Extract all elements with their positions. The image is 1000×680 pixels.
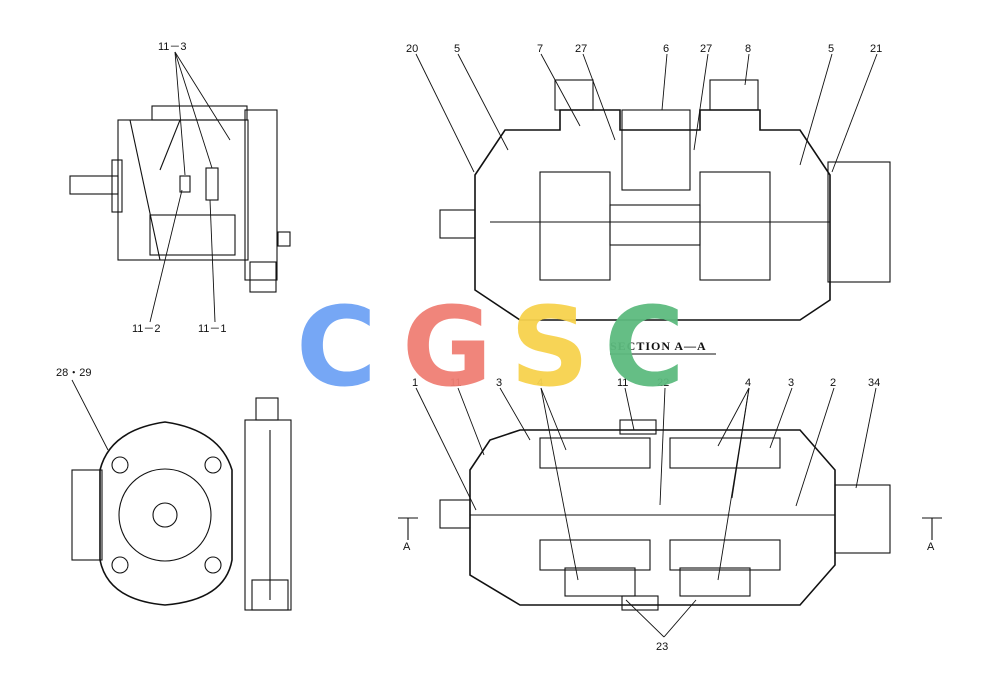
label-28-29: 28・29 (56, 367, 91, 379)
label-5-right: 5 (828, 43, 834, 55)
label-11-1: 11－1 (198, 323, 227, 335)
label-11-left: 11 (450, 377, 461, 389)
label-27-left: 27 (575, 43, 587, 55)
label-7: 7 (537, 43, 543, 55)
section-title: SECTION A—A (610, 339, 707, 353)
watermark-letter-c2: C (604, 283, 685, 411)
label-20: 20 (406, 43, 418, 55)
label-2: 2 (830, 377, 836, 389)
watermark-letter-c1: C (296, 283, 377, 411)
section-marker-right: A (927, 541, 935, 553)
label-11-right: 11 (617, 377, 628, 389)
label-21: 21 (870, 43, 882, 55)
label-23: 23 (656, 641, 668, 653)
label-11-3: 11－3 (158, 41, 187, 53)
label-3-right: 3 (788, 377, 794, 389)
end-view-drawing (71, 397, 292, 611)
side-view-drawing (69, 105, 291, 293)
plan-section-drawing (398, 419, 942, 611)
label-5-left: 5 (454, 43, 460, 55)
label-8: 8 (745, 43, 751, 55)
watermark-letter-g: G (402, 283, 492, 411)
label-6: 6 (663, 43, 669, 55)
label-27-right: 27 (700, 43, 712, 55)
label-22: 22 (657, 377, 669, 389)
watermark-letter-s: S (510, 283, 589, 411)
section-view-drawing (439, 79, 891, 321)
label-1: 1 (412, 377, 418, 389)
label-3-left: 3 (496, 377, 502, 389)
label-11-2: 11－2 (132, 323, 161, 335)
leader-lines (71, 51, 878, 638)
label-34: 34 (868, 377, 880, 389)
cgsc-watermark: C G S C (296, 283, 685, 411)
label-4-left: 4 (537, 377, 543, 389)
part-labels: 20 5 7 27 6 27 8 5 21 11－3 11－2 11－1 28・… (56, 41, 935, 653)
section-marker-left: A (403, 541, 411, 553)
label-4-right: 4 (745, 377, 751, 389)
